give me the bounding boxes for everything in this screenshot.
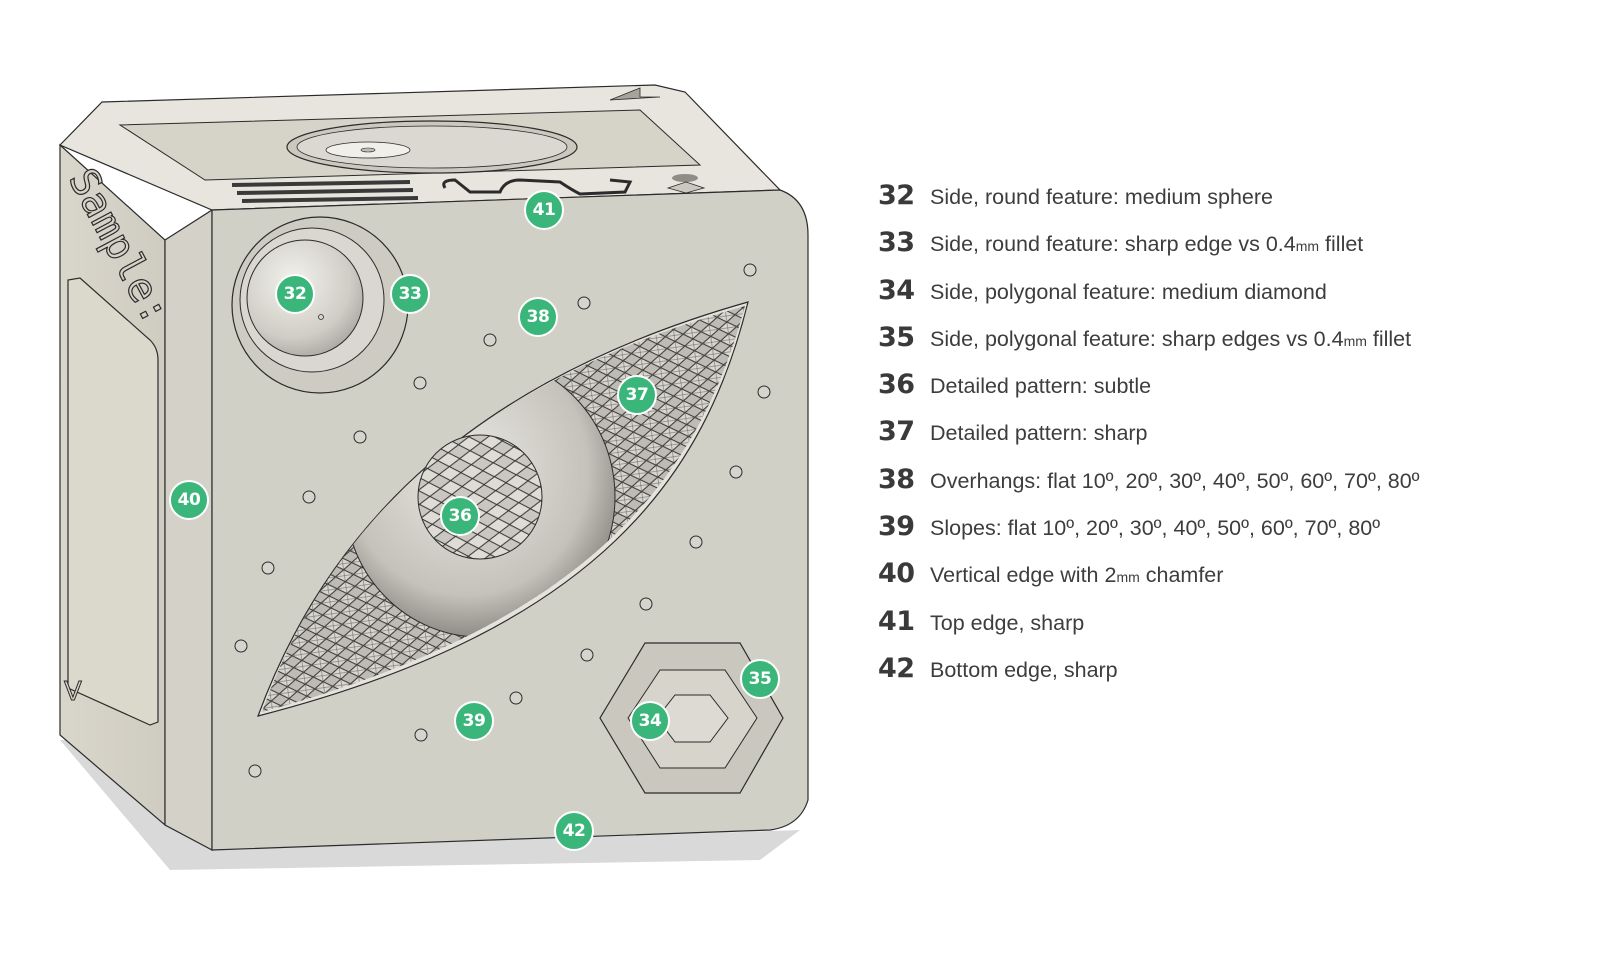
legend-text: Detailed pattern: sharp — [930, 421, 1148, 446]
callout-badge-35: 35 — [740, 659, 780, 699]
legend-text: Side, polygonal feature: sharp edges vs … — [930, 327, 1411, 352]
top-wedge-mark — [609, 87, 661, 101]
callout-badge-39: 39 — [454, 701, 494, 741]
legend-text: Detailed pattern: subtle — [930, 374, 1152, 399]
legend-text: Slopes: flat 10º, 20º, 30º, 40º, 50º, 60… — [930, 516, 1381, 541]
top-center-hole — [360, 147, 376, 153]
legend-text: Side, round feature: medium sphere — [930, 185, 1274, 209]
legend-number: 37 — [878, 416, 915, 448]
legend-number: 41 — [878, 605, 915, 637]
legend-text-part: fillet — [1319, 232, 1364, 257]
legend-unit: mm — [1343, 332, 1367, 349]
legend-number: 33 — [878, 227, 915, 259]
legend-item: 32 Side, round feature: medium sphere — [878, 180, 1420, 227]
legend-item: 38 Overhangs: flat 10º, 20º, 30º, 40º, 5… — [878, 464, 1420, 511]
callout-badge-34: 34 — [630, 701, 670, 741]
callout-badge-40: 40 — [169, 480, 209, 520]
surface-bumps — [234, 263, 771, 778]
legend-number: 32 — [878, 180, 915, 211]
legend-number: 35 — [878, 321, 915, 353]
side-window-recess — [67, 277, 159, 726]
legend-text: Bottom edge, sharp — [930, 657, 1118, 682]
cube-render: Sample: V — [59, 84, 809, 870]
callout-badge-41: 41 — [524, 190, 564, 230]
legend-number: 38 — [878, 463, 915, 495]
legend-item: 36 Detailed pattern: subtle — [878, 369, 1420, 416]
callout-badge-38: 38 — [518, 297, 558, 337]
top-s-channel — [442, 178, 633, 196]
legend-number: 40 — [878, 558, 915, 590]
callout-badge-33: 33 — [390, 274, 430, 314]
top-slots — [231, 180, 419, 203]
legend-text-part: Vertical edge with 2 — [930, 563, 1117, 588]
feature-legend: 32 Side, round feature: medium sphere 33… — [878, 180, 1420, 700]
legend-text: Side, round feature: sharp edge vs 0.4mm… — [930, 232, 1363, 257]
legend-text: Overhangs: flat 10º, 20º, 30º, 40º, 50º,… — [930, 468, 1420, 493]
top-diamond-mark — [666, 181, 706, 194]
callout-badge-36: 36 — [440, 496, 480, 536]
legend-item: 39 Slopes: flat 10º, 20º, 30º, 40º, 50º,… — [878, 511, 1420, 558]
legend-text: Side, polygonal feature: medium diamond — [930, 279, 1327, 304]
legend-item: 42 Bottom edge, sharp — [878, 653, 1420, 700]
legend-item: 40 Vertical edge with 2mm chamfer — [878, 558, 1420, 605]
callout-badge-32: 32 — [275, 274, 315, 314]
legend-item: 37 Detailed pattern: sharp — [878, 416, 1420, 463]
legend-item: 34 Side, polygonal feature: medium diamo… — [878, 275, 1420, 322]
callout-badge-37: 37 — [617, 375, 657, 415]
sphere-dot — [318, 314, 324, 320]
legend-number: 42 — [878, 652, 915, 684]
legend-number: 34 — [878, 274, 915, 306]
legend-text-part: fillet — [1366, 326, 1412, 351]
legend-item: 41 Top edge, sharp — [878, 606, 1420, 653]
legend-text: Top edge, sharp — [930, 610, 1085, 635]
legend-text-part: Side, polygonal feature: sharp edges vs … — [930, 326, 1344, 351]
top-oval-mark — [672, 174, 698, 182]
legend-unit: mm — [1295, 238, 1320, 255]
legend-text: Vertical edge with 2mm chamfer — [930, 563, 1223, 588]
legend-item: 35 Side, polygonal feature: sharp edges … — [878, 322, 1420, 369]
legend-item: 33 Side, round feature: sharp edge vs 0.… — [878, 227, 1420, 274]
legend-number: 36 — [878, 369, 915, 401]
cube-shadow — [60, 740, 800, 870]
legend-text-part: Side, round feature: sharp edge vs 0.4 — [930, 232, 1296, 257]
callout-badge-42: 42 — [554, 811, 594, 851]
legend-text-part: chamfer — [1139, 563, 1224, 588]
calibration-cube-model: Sample: V — [59, 84, 809, 870]
engraved-side-mark: V — [64, 677, 82, 707]
legend-unit: mm — [1116, 569, 1140, 586]
subtle-pattern-circle — [417, 434, 543, 560]
legend-number: 39 — [878, 511, 915, 543]
